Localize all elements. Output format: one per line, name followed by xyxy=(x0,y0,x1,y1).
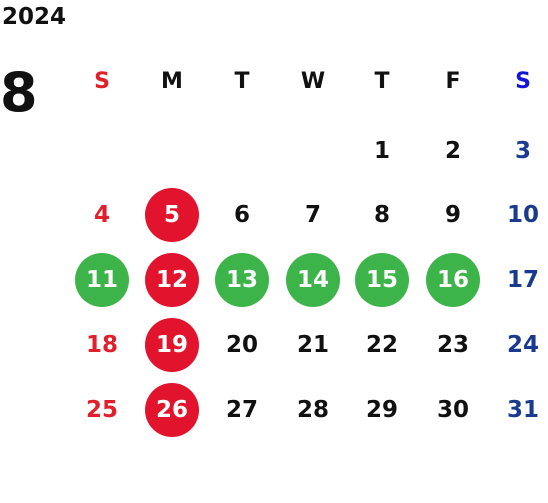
day-12[interactable]: 12 xyxy=(145,253,199,307)
day-16[interactable]: 16 xyxy=(426,253,480,307)
day-19[interactable]: 19 xyxy=(145,318,199,372)
day-11[interactable]: 11 xyxy=(75,253,129,307)
day-31[interactable]: 31 xyxy=(506,397,539,423)
day-6[interactable]: 6 xyxy=(233,202,250,228)
day-15[interactable]: 15 xyxy=(355,253,409,307)
year-label: 2024 xyxy=(2,4,67,30)
day-1[interactable]: 1 xyxy=(373,138,390,164)
day-26[interactable]: 26 xyxy=(145,383,199,437)
day-14[interactable]: 14 xyxy=(286,253,340,307)
day-7[interactable]: 7 xyxy=(304,202,321,228)
day-30[interactable]: 30 xyxy=(436,397,469,423)
day-13[interactable]: 13 xyxy=(215,253,269,307)
day-10[interactable]: 10 xyxy=(506,202,539,228)
day-5[interactable]: 5 xyxy=(145,188,199,242)
day-28[interactable]: 28 xyxy=(296,397,329,423)
day-2[interactable]: 2 xyxy=(444,138,461,164)
day-8[interactable]: 8 xyxy=(373,202,390,228)
day-18[interactable]: 18 xyxy=(85,332,118,358)
day-9[interactable]: 9 xyxy=(444,202,461,228)
weekday-header-1: M xyxy=(161,68,183,94)
day-20[interactable]: 20 xyxy=(225,332,258,358)
day-25[interactable]: 25 xyxy=(85,397,118,423)
day-27[interactable]: 27 xyxy=(225,397,258,423)
day-21[interactable]: 21 xyxy=(296,332,329,358)
weekday-header-6: S xyxy=(515,68,531,94)
month-label: 8 xyxy=(0,61,38,124)
weekday-header-4: T xyxy=(374,68,390,94)
weekday-header-2: T xyxy=(234,68,250,94)
weekday-header-5: F xyxy=(445,68,461,94)
day-3[interactable]: 3 xyxy=(514,138,531,164)
day-4[interactable]: 4 xyxy=(93,202,110,228)
day-29[interactable]: 29 xyxy=(365,397,398,423)
day-23[interactable]: 23 xyxy=(436,332,469,358)
weekday-header-3: W xyxy=(300,68,326,94)
weekday-header-0: S xyxy=(94,68,110,94)
day-22[interactable]: 22 xyxy=(365,332,398,358)
day-17[interactable]: 17 xyxy=(506,267,539,293)
day-24[interactable]: 24 xyxy=(506,332,539,358)
